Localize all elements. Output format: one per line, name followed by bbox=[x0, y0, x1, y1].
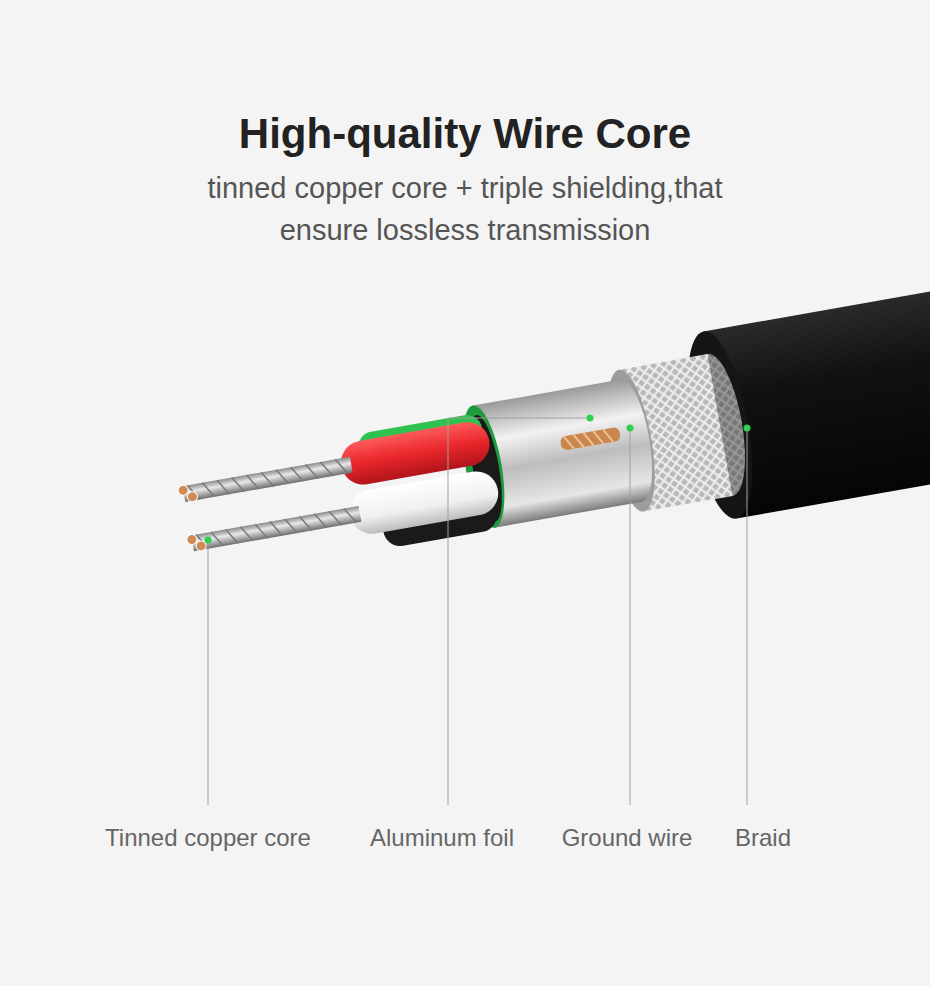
leader-dots bbox=[205, 415, 751, 544]
copper-tip bbox=[177, 484, 189, 496]
leader-lines bbox=[208, 418, 747, 805]
conductor-strands bbox=[182, 457, 352, 502]
ground-wire-strands bbox=[564, 428, 614, 450]
part-label: Braid bbox=[735, 824, 791, 852]
braid-edge bbox=[686, 350, 754, 499]
leader-dot bbox=[205, 537, 212, 544]
caption: tinned copper core + triple shielding,th… bbox=[155, 167, 775, 251]
part-label: Aluminum foil bbox=[370, 824, 514, 852]
title: High-quality Wire Core bbox=[239, 110, 691, 158]
leader-dot bbox=[627, 425, 634, 432]
copper-tip bbox=[187, 491, 199, 503]
leader-line bbox=[630, 430, 631, 805]
white-wire bbox=[346, 468, 501, 537]
leader-line bbox=[208, 544, 209, 805]
conductor-strands bbox=[191, 506, 361, 551]
cable bbox=[167, 272, 930, 613]
leader-dot bbox=[587, 415, 594, 422]
strand-twist bbox=[196, 507, 356, 551]
leader-line bbox=[448, 418, 590, 805]
leader-line bbox=[747, 430, 748, 805]
part-label: Tinned copper core bbox=[105, 824, 311, 852]
ground-wire bbox=[560, 427, 622, 451]
strand-twist bbox=[187, 458, 347, 502]
copper-tip bbox=[186, 534, 198, 546]
part-label: Ground wire bbox=[562, 824, 693, 852]
leader-dot bbox=[744, 425, 751, 432]
